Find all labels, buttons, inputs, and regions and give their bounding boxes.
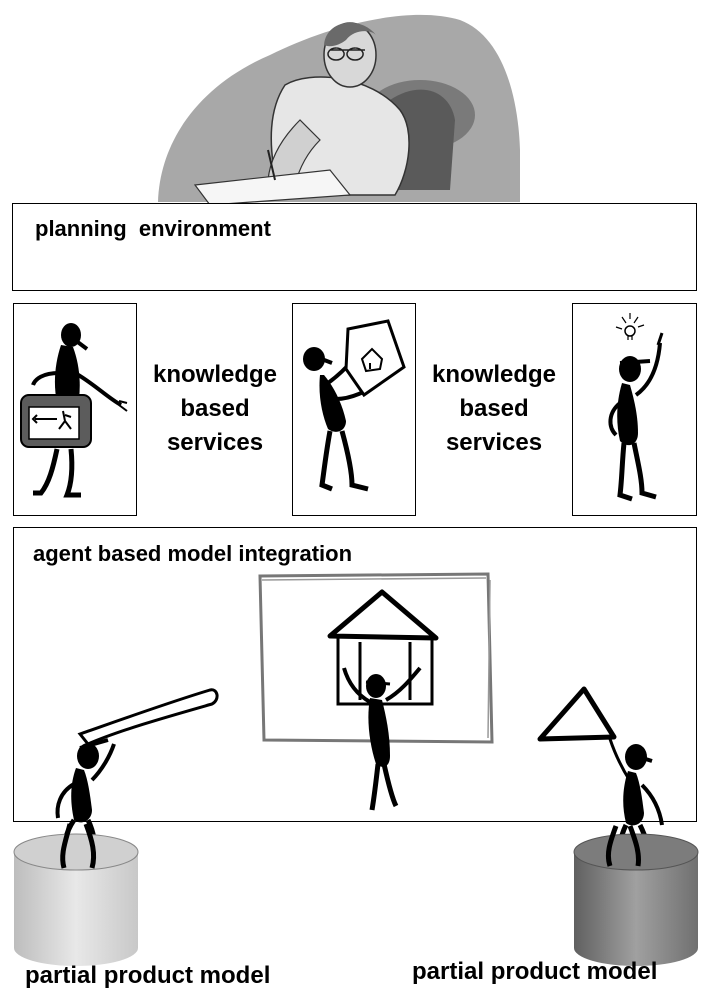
services-line: services	[166, 429, 264, 456]
planning-environment-label: planning environment	[35, 216, 271, 241]
agent-with-idea-icon	[608, 313, 664, 502]
agent-with-beam-icon	[55, 688, 219, 859]
seated-figure-legs	[60, 823, 641, 869]
knowledge-line: knowledge	[431, 361, 557, 388]
based-line: based	[180, 395, 250, 422]
database-left-icon	[13, 833, 139, 966]
partial-product-model-label-right: partial product model	[412, 958, 658, 985]
partial-product-model-label-left: partial product model	[25, 962, 271, 989]
knowledge-services-text-2: knowledge based services	[419, 358, 569, 460]
services-line: services	[445, 429, 543, 456]
knowledge-services-text-1: knowledge based services	[140, 358, 290, 460]
knowledge-line: knowledge	[152, 361, 278, 388]
agent-with-toolbox-icon	[20, 323, 128, 498]
planning-environment-box	[12, 203, 697, 291]
based-line: based	[459, 395, 529, 422]
planner-illustration	[158, 14, 520, 206]
integration-label: agent based model integration	[33, 541, 353, 566]
board-with-house-icon	[258, 572, 494, 811]
agent-with-drawing-icon	[303, 319, 406, 492]
